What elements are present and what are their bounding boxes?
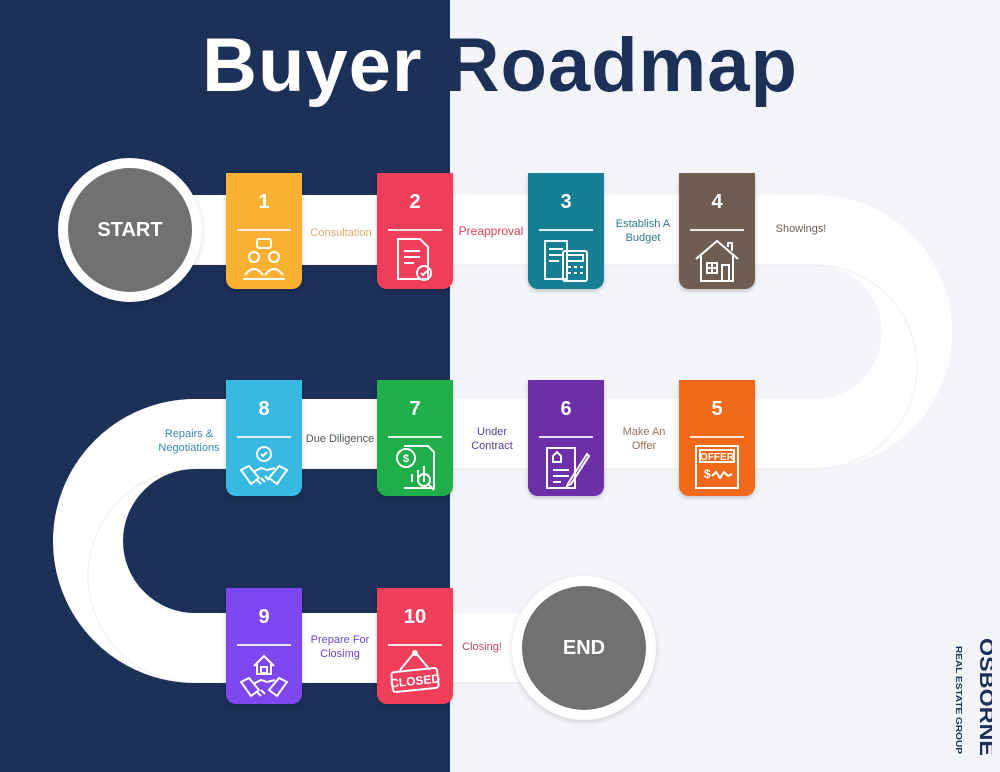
step-label-8: Repairs & Negotiations [158,428,220,454]
step-label-4: Showings! [775,223,827,235]
step-number: 4 [711,191,723,213]
divider [539,229,593,231]
step-number: 7 [409,398,421,420]
step-label-7: Due Diligence [305,433,375,445]
handshake-icon [239,446,289,486]
step-label-9: Prepare For Closimg [310,634,370,660]
divider [388,644,442,646]
step-card-2: 2 [377,173,453,289]
step-number: 6 [560,398,572,420]
title-word-2: Roadmap [444,23,798,108]
svg-text:CLOSED: CLOSED [390,671,440,690]
osborne-logo: OSBORNE REAL ESTATE GROUP [954,638,992,756]
divider [388,229,442,231]
end-circle: END [512,576,656,720]
step-card-5: 5 OFFER $ [679,380,755,496]
divider [690,436,744,438]
closed-sign-icon: CLOSED [390,650,440,694]
step-label-1: Consultation [310,227,372,239]
step-number: 2 [409,191,421,213]
house-handshake-icon [239,654,289,698]
offer-icon: OFFER $ [695,445,739,489]
step-card-8: 8 [226,380,302,496]
step-number: 8 [258,398,270,420]
title-word-1: Buyer [202,23,423,108]
divider [237,229,291,231]
step-card-4: 4 [679,173,755,289]
document-stamp-icon [397,238,432,281]
divider [237,644,291,646]
divider [237,436,291,438]
contract-icon [546,447,591,489]
step-label-5: Make An Offer [622,426,666,452]
step-card-3: 3 [528,173,604,289]
svg-text:OFFER: OFFER [700,452,735,463]
page-title: Buyer Roadmap [0,28,1000,104]
divider [690,229,744,231]
step-number: 3 [560,191,572,213]
step-number: 1 [258,191,270,213]
step-card-6: 6 [528,380,604,496]
divider [388,436,442,438]
svg-text:$: $ [403,453,409,465]
consultation-icon [243,238,285,280]
magnifier-report-icon: $ [396,445,435,491]
step-number: 10 [403,606,427,628]
step-card-7: 7 $ [377,380,453,496]
step-card-9: 9 [226,588,302,704]
start-circle: START [58,158,202,302]
house-icon [695,239,739,282]
step-number: 9 [258,606,270,628]
svg-text:REAL ESTATE GROUP: REAL ESTATE GROUP [954,646,963,755]
step-label-3: Establish A Budget [615,218,671,244]
step-card-1: 1 [226,173,302,289]
svg-text:OSBORNE: OSBORNE [975,638,992,756]
step-number: 5 [711,398,723,420]
divider [539,436,593,438]
end-label: END [522,586,646,710]
step-card-10: 10 CLOSED [377,588,453,704]
step-label-2: Preapproval [458,224,524,238]
step-label-10: Closing! [462,641,502,653]
svg-text:$: $ [704,467,711,481]
start-label: START [68,168,192,292]
step-label-6: Under Contract [471,426,513,452]
calculator-icon [544,240,588,282]
